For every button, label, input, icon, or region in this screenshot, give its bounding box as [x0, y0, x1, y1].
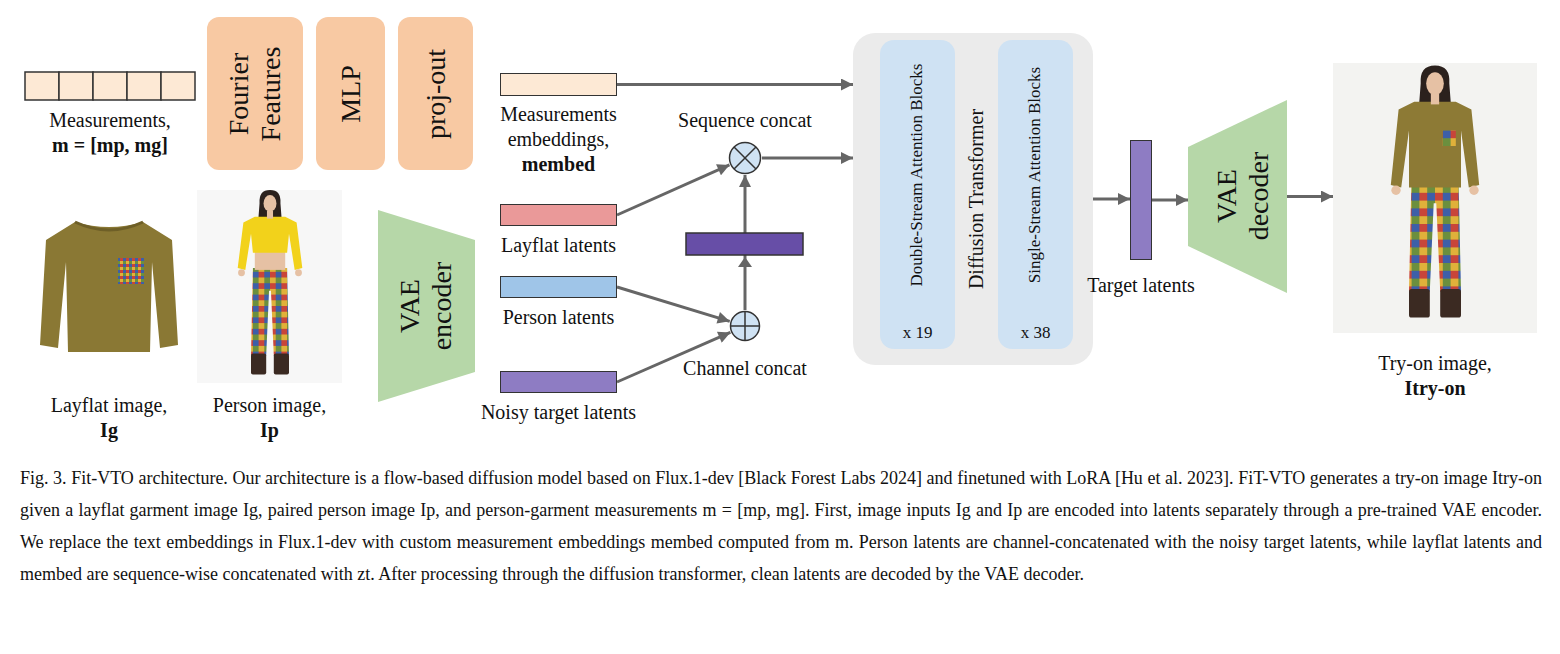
figure-caption: Fig. 3. Fit-VTO architecture. Our archit… [20, 462, 1542, 590]
node-label: m = [mp, mg] [20, 133, 200, 158]
node-label: Single-Stream Attention Blocks [1025, 50, 1045, 300]
node-label: Layflat image, [24, 393, 194, 418]
block-stack: Double-Stream Attention Blocks x 19 [880, 40, 955, 349]
repeat-count: x 19 [880, 323, 955, 343]
node-label: Diffusion Transformer [965, 49, 988, 349]
arrow-connector [1093, 198, 1130, 201]
node-label: Ig [24, 418, 194, 443]
node-label: x 38 [998, 323, 1073, 343]
process-box: MLP [316, 17, 385, 170]
encoder-trapezoid: VAE encoder [378, 210, 475, 402]
input-image: Person image,Ip [197, 190, 342, 383]
caption-group: Target latents [1066, 273, 1216, 298]
node-label: proj-out [419, 24, 451, 164]
repeat-count: x 38 [998, 323, 1073, 343]
caption-group: Measurements embeddings,membed [484, 102, 634, 177]
try-on-photo [1333, 63, 1537, 333]
rotated-label: VAE decoder [1211, 131, 1275, 261]
concat-circle: Channel concat [729, 310, 761, 342]
rotated-label: Double-Stream Attention Blocks [907, 50, 927, 300]
caption-group: Noisy target latents [464, 400, 654, 425]
node-label: Double-Stream Attention Blocks [907, 50, 927, 300]
arrow-connector [1287, 195, 1333, 198]
node-label: Target latents [1066, 273, 1216, 298]
node-label: Try-on image, [1335, 351, 1535, 376]
caption-group: Measurements,m = [mp, mg] [20, 108, 200, 158]
latent-box: Layflat latents [500, 204, 617, 226]
latent-box: Measurements embeddings,membed [500, 73, 617, 96]
node-label: Layflat latents [474, 233, 644, 258]
caption-group: Layflat latents [474, 233, 644, 258]
node-label: x 19 [880, 323, 955, 343]
process-box: proj-out [398, 17, 473, 170]
node-label: membed [484, 152, 634, 177]
measurement-vector: Measurements,m = [mp, mg] [25, 72, 195, 100]
layflat-sweater [40, 222, 178, 352]
concat-circle: Sequence concat [728, 141, 762, 175]
caption-group: Person latents [474, 305, 644, 330]
node-label: Noisy target latents [464, 400, 654, 425]
latent-box: Noisy target latents [500, 371, 617, 393]
process-box: Fourier Features [207, 17, 303, 170]
node-label: Person latents [474, 305, 644, 330]
latent-bar: Target latents [1130, 140, 1152, 260]
node-label: Itry-on [1335, 376, 1535, 401]
output-image: Try-on image,Itry-on [1333, 63, 1537, 333]
node-label: Ip [185, 418, 355, 443]
person-photo [197, 190, 342, 383]
arrow-connector [617, 287, 730, 321]
caption-group: Sequence concat [660, 108, 830, 133]
arrow-connector [1152, 199, 1188, 202]
rotated-label: Diffusion Transformer [965, 49, 988, 349]
block-stack: Single-Stream Attention Blocks x 38 [998, 40, 1073, 349]
transformer-panel: Diffusion Transformer Double-Stream Atten… [853, 33, 1093, 365]
node-label: Measurements embeddings, [484, 102, 634, 152]
rotated-label: Fourier Features [223, 24, 287, 164]
node-label: Channel concat [660, 356, 830, 381]
input-image: Layflat image,Ig [40, 205, 178, 365]
node-label: Sequence concat [660, 108, 830, 133]
node-label: MLP [334, 24, 366, 164]
node-label: Person image, [185, 393, 355, 418]
latent-box: Person latents [500, 276, 617, 298]
arrow-connector [617, 83, 853, 86]
decoder-trapezoid: VAE decoder [1188, 100, 1287, 293]
caption-group: Layflat image,Ig [24, 393, 194, 443]
arrow-connector [617, 165, 729, 215]
rotated-label: proj-out [419, 24, 451, 164]
node-label: VAE encoder [394, 241, 458, 371]
concat-symbol [728, 141, 762, 175]
concat-latents-bar [686, 233, 803, 267]
node-label: Fourier Features [223, 24, 287, 164]
caption-group: Channel concat [660, 356, 830, 381]
caption-group: Person image,Ip [185, 393, 355, 443]
rotated-label: Single-Stream Attention Blocks [1025, 50, 1045, 300]
caption-group: Try-on image,Itry-on [1335, 351, 1535, 401]
node-label: VAE decoder [1211, 131, 1275, 261]
measurement-vector [25, 72, 195, 100]
arrow-connector [762, 157, 853, 160]
node-label: Measurements, [20, 108, 200, 133]
rotated-label: MLP [334, 24, 366, 164]
rotated-label: VAE encoder [394, 241, 458, 371]
concat-symbol [729, 310, 761, 342]
